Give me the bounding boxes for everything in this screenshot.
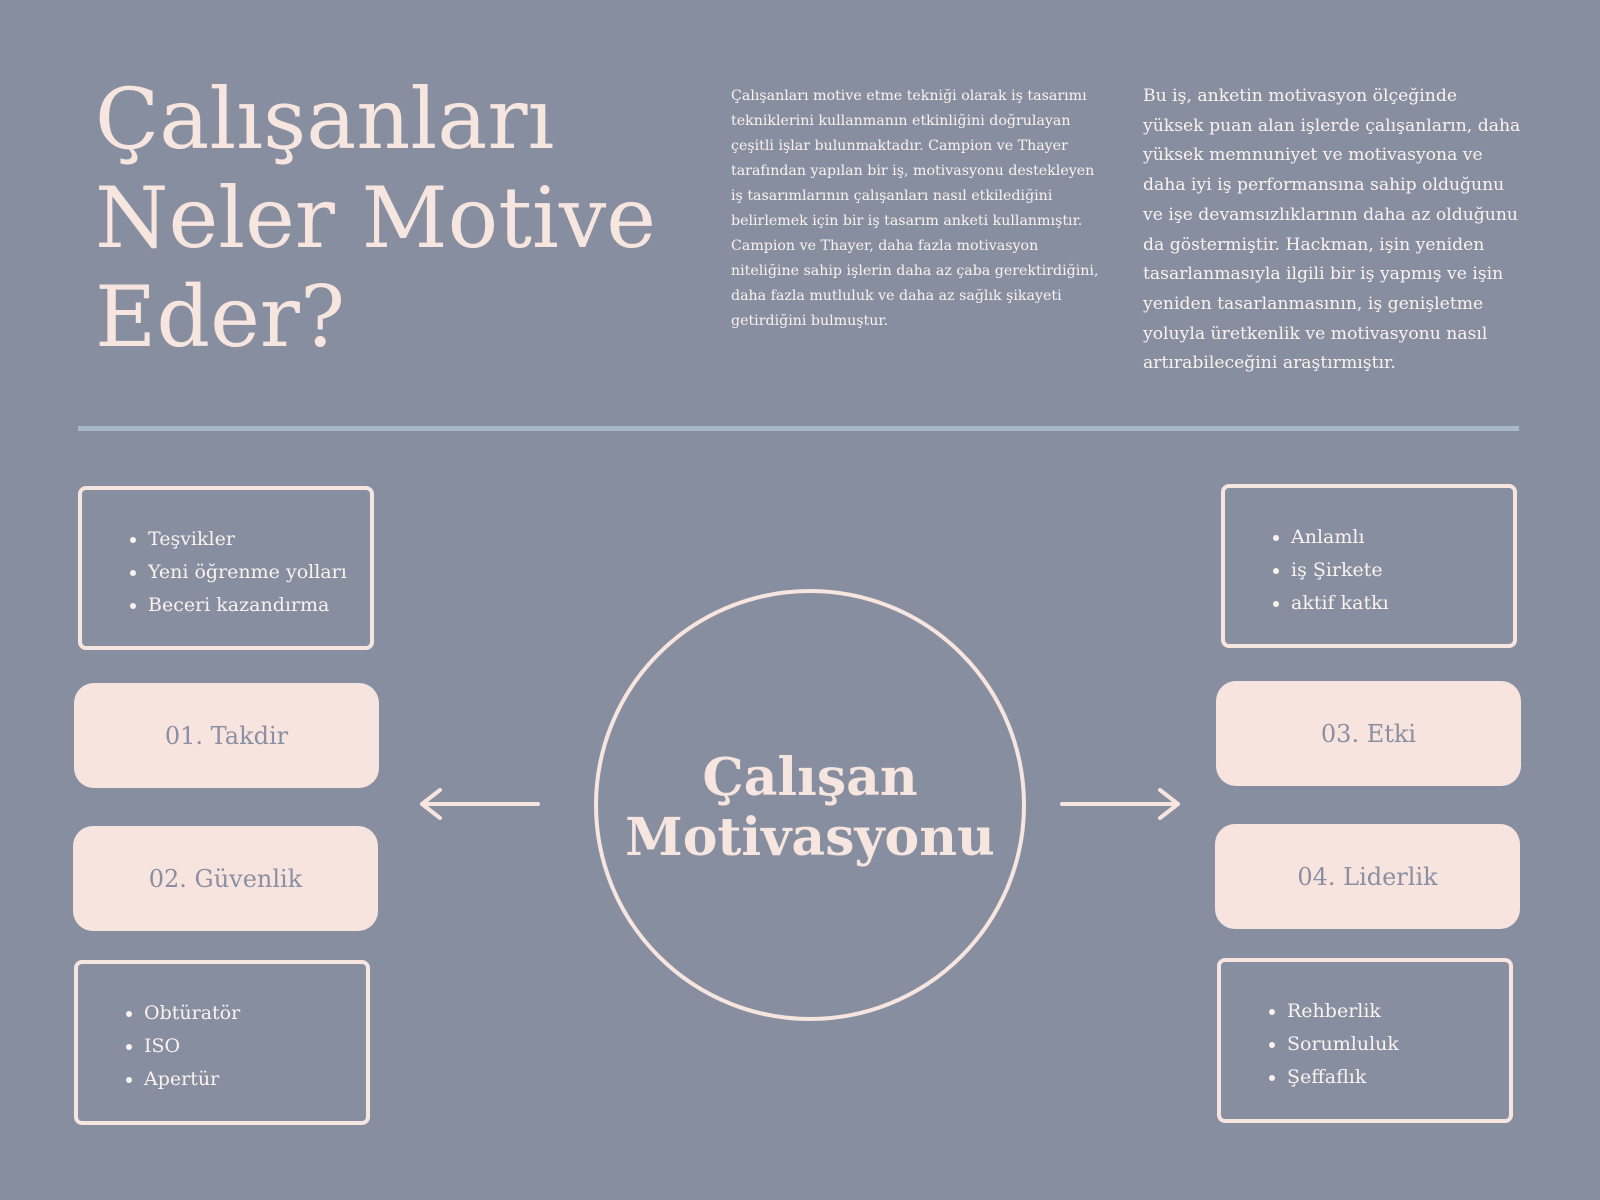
section-divider (78, 426, 1519, 431)
list-item: Rehberlik (1287, 995, 1399, 1028)
title-line-1: Çalışanları (95, 70, 555, 168)
list-item: Anlamlı (1291, 521, 1389, 554)
list-item: Sorumluluk (1287, 1028, 1399, 1061)
left-bottom-list-box: Obtüratör ISO Apertür (74, 960, 370, 1125)
center-label-line-2: Motivasyonu (625, 807, 995, 868)
center-label-line-1: Çalışan (702, 747, 918, 808)
list-item: Obtüratör (144, 997, 240, 1030)
left-bottom-list: Obtüratör ISO Apertür (118, 997, 240, 1096)
pill-etki: 03. Etki (1216, 681, 1521, 786)
right-top-list-box: Anlamlı iş Şirkete aktif katkı (1221, 484, 1517, 648)
list-item: iş Şirkete (1291, 554, 1389, 587)
list-item: Yeni öğrenme yolları (148, 556, 347, 589)
intro-paragraph-left: Çalışanları motive etme tekniği olarak i… (731, 88, 1099, 329)
list-item: Apertür (144, 1063, 240, 1096)
list-item: Beceri kazandırma (148, 589, 347, 622)
center-circle: Çalışan Motivasyonu (594, 589, 1026, 1021)
list-item: Teşvikler (148, 523, 347, 556)
title-line-2: Neler Motive (95, 169, 657, 267)
title-line-3: Eder? (95, 268, 345, 366)
left-top-list: Teşvikler Yeni öğrenme yolları Beceri ka… (122, 523, 347, 622)
left-top-list-box: Teşvikler Yeni öğrenme yolları Beceri ka… (78, 486, 374, 650)
intro-paragraph-right: Bu iş, anketin motivasyon ölçeğinde yüks… (1143, 86, 1521, 374)
list-item: Şeffaflık (1287, 1061, 1399, 1094)
pill-liderlik: 04. Liderlik (1215, 824, 1520, 929)
list-item: ISO (144, 1030, 240, 1063)
right-bottom-list-box: Rehberlik Sorumluluk Şeffaflık (1217, 958, 1513, 1123)
center-label: Çalışan Motivasyonu (625, 748, 995, 868)
right-bottom-list: Rehberlik Sorumluluk Şeffaflık (1261, 995, 1399, 1094)
arrow-right-icon (1060, 788, 1180, 820)
arrow-left-icon (420, 788, 540, 820)
pill-guvenlik: 02. Güvenlik (73, 826, 378, 931)
list-item: aktif katkı (1291, 587, 1389, 620)
page-title: Çalışanları Neler Motive Eder? (95, 70, 657, 367)
pill-takdir: 01. Takdir (74, 683, 379, 788)
right-top-list: Anlamlı iş Şirkete aktif katkı (1265, 521, 1389, 620)
